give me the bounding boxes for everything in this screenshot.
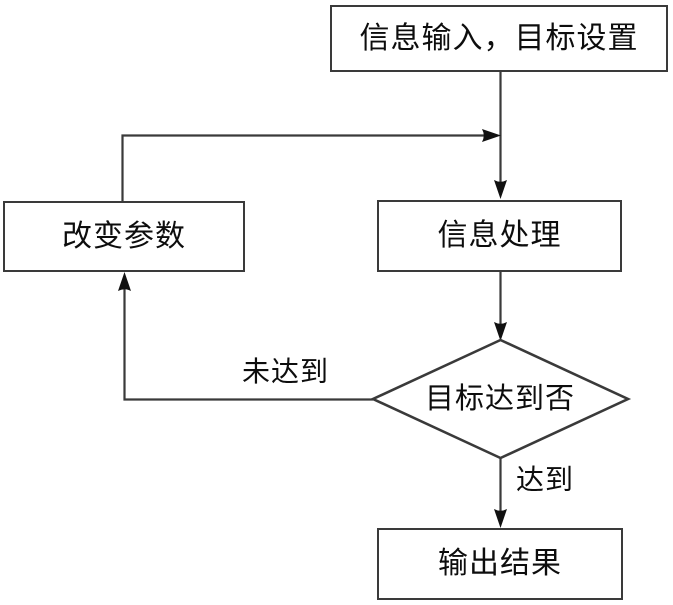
edge-input-to-process <box>494 72 507 199</box>
edge-process-to-decision <box>494 272 507 341</box>
node-change-label: 改变参数 <box>62 218 186 254</box>
node-input-label: 信息输入，目标设置 <box>359 20 639 56</box>
node-output-result[interactable]: 输出结果 <box>377 528 623 600</box>
edge-label-not-reached: 未达到 <box>242 355 330 388</box>
node-information-input[interactable]: 信息输入，目标设置 <box>330 5 668 72</box>
node-information-processing[interactable]: 信息处理 <box>377 200 622 272</box>
node-change-parameters[interactable]: 改变参数 <box>3 201 245 272</box>
node-decision-label: 目标达到否 <box>424 381 575 415</box>
edge-decision-to-output <box>494 458 507 528</box>
edge-label-reached: 达到 <box>516 463 575 496</box>
edge-decision-to-change <box>118 272 373 401</box>
edge-change-to-process <box>121 129 501 201</box>
node-process-label: 信息处理 <box>437 218 562 253</box>
node-output-label: 输出结果 <box>438 546 562 581</box>
